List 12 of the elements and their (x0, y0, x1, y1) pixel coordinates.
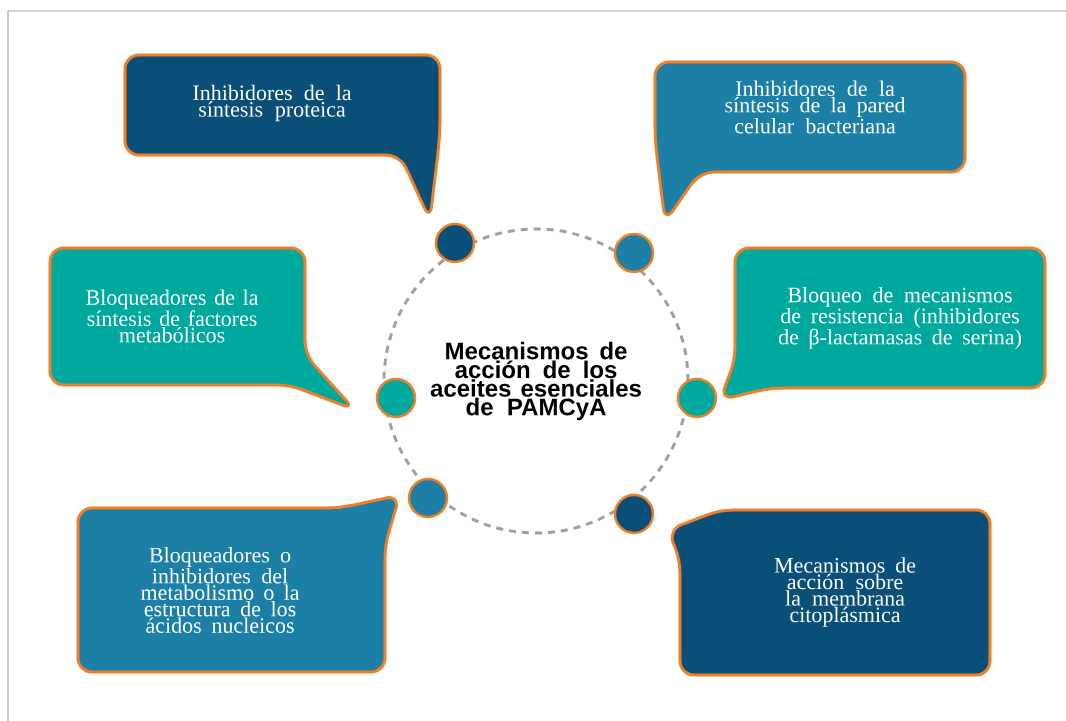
dot (613, 232, 655, 274)
dot (407, 477, 449, 519)
dot (434, 222, 476, 264)
speech-bubble: Inhibidores de la síntesis proteica (123, 53, 442, 214)
speech-bubble: Inhibidores de la síntesis de la pared celular bacteriana (653, 60, 967, 217)
speech-bubble: Mecanismos de acción sobre la membrana citoplásmica (670, 508, 992, 677)
dot (613, 493, 655, 535)
dot (375, 377, 417, 419)
speech-bubble: Bloqueo de mecanismos de resistencia (inhibidores de β-lactamasas de serina) (722, 246, 1047, 399)
speech-bubble: Bloqueadores de la síntesis de factores metabólicos (48, 246, 351, 408)
dot (676, 377, 718, 419)
speech-bubble: Bloqueadores o inhibidores del metabolismo o la estructura de los ácidos nucleicos (76, 496, 399, 674)
